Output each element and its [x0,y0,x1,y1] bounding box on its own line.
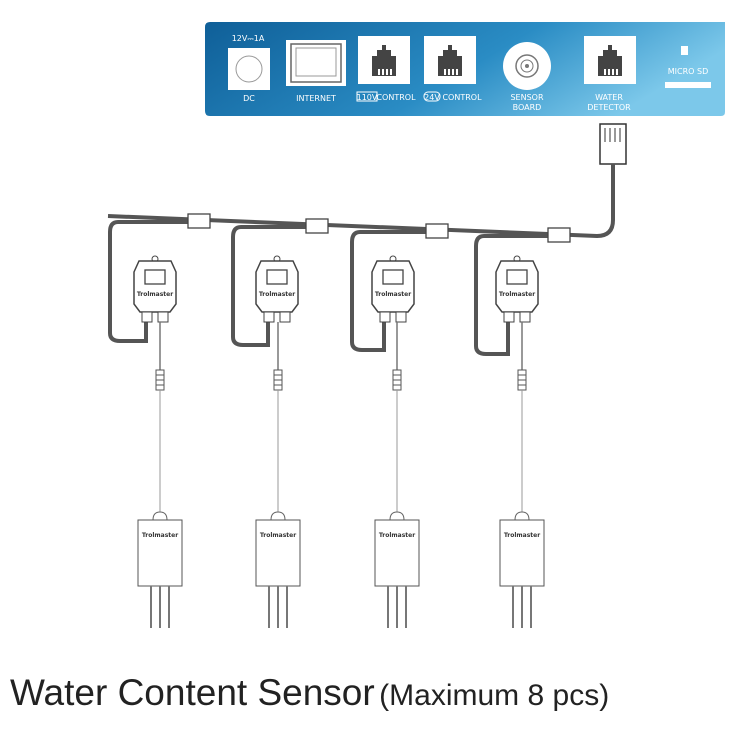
controller-panel: 12V⎓1A DC INTERNET 110V CONTROL 24V CONT… [205,22,725,116]
sensor-unit-1: Trolmaster Trolmaster [133,255,183,629]
dc-rating: 12V⎓1A [232,34,265,43]
micro-sd-label: MICRO SD [668,67,708,76]
hub-brand-label: Trolmaster [375,291,411,298]
probe-brand-label: Trolmaster [379,532,415,539]
sensor-board-label: SENSOR [510,93,543,102]
control-24v-port: 24V CONTROL [423,36,482,102]
water-detector-port: WATER DETECTOR [584,36,636,112]
110v-badge: 110V [357,93,378,102]
internet-label: INTERNET [296,94,336,103]
hub-brand-label: Trolmaster [499,291,535,298]
24v-badge: 24V [424,93,440,102]
water-detector-label-2: DETECTOR [587,103,631,112]
water-detector-label: WATER [595,93,623,102]
dc-port: 12V⎓1A DC [228,34,270,103]
sensor-unit-3: Trolmaster Trolmaster [371,255,420,629]
micro-sd-slot: MICRO SD [665,46,711,88]
sensor-board-label-2: BOARD [513,103,542,112]
hub-brand-label: Trolmaster [137,291,173,298]
sensor-board-port: SENSOR BOARD [503,42,551,112]
24v-control-label: CONTROL [442,93,482,102]
internet-port: INTERNET [286,40,346,103]
sd-card-icon [681,46,688,55]
diagram-caption: Water Content Sensor (Maximum 8 pcs) [10,672,609,714]
probe-brand-label: Trolmaster [504,532,540,539]
probe-brand-label: Trolmaster [142,532,178,539]
caption-subtitle: (Maximum 8 pcs) [379,679,610,712]
dc-label: DC [243,94,255,103]
sensor-unit-4: Trolmaster Trolmaster [495,255,545,629]
caption-title: Water Content Sensor [10,672,375,713]
control-110v-port: 110V CONTROL [356,36,416,102]
trunk-cable [107,123,627,356]
sensor-unit-2: Trolmaster Trolmaster [255,255,301,629]
probe-brand-label: Trolmaster [260,532,296,539]
hub-brand-label: Trolmaster [259,291,295,298]
110v-control-label: CONTROL [376,93,416,102]
